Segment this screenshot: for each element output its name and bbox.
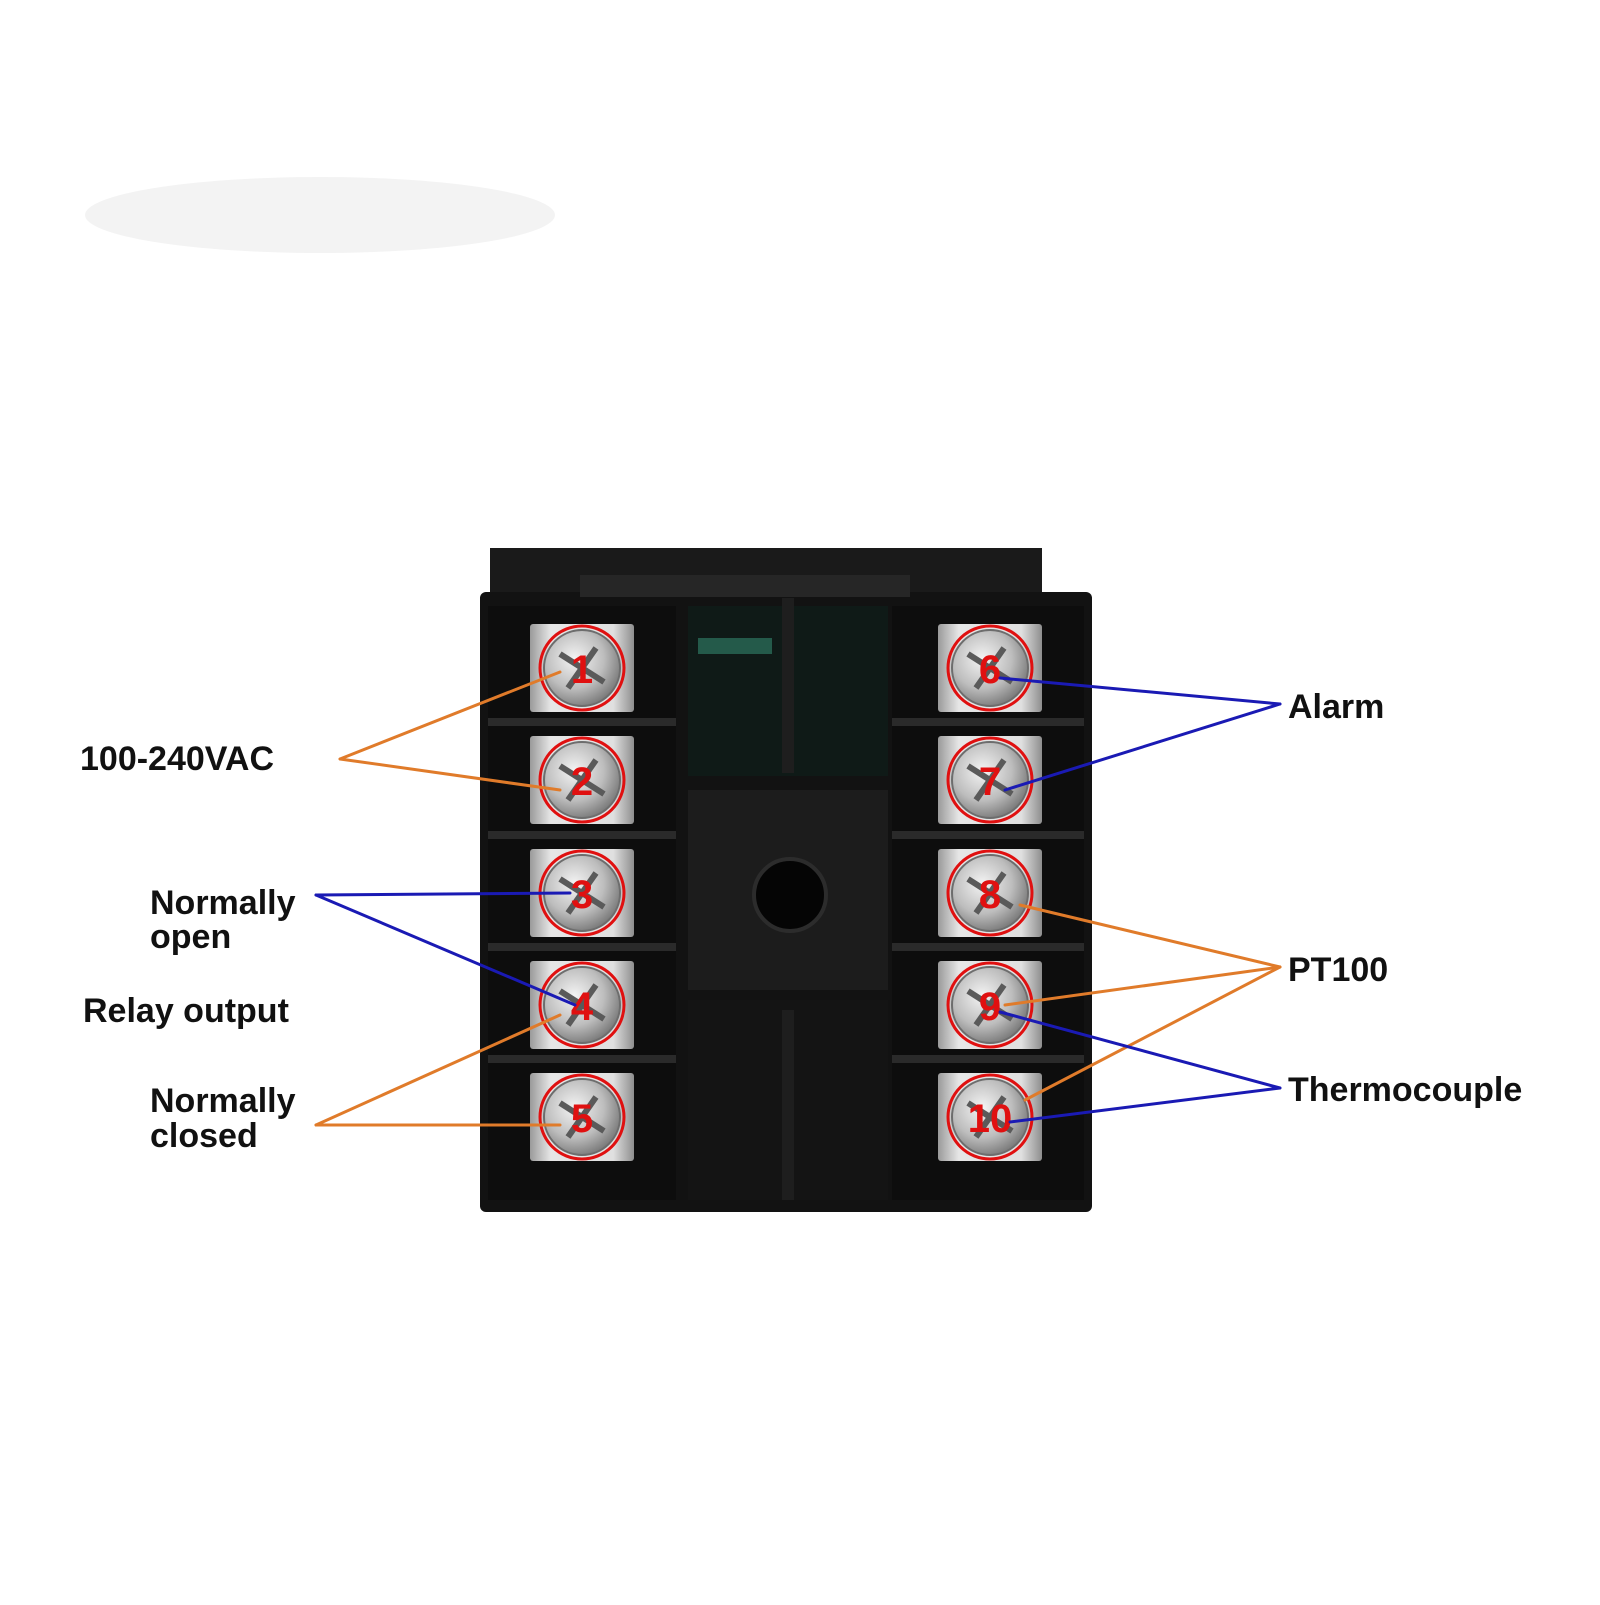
screw-slot [973, 758, 1007, 802]
terminal-8: 8 [892, 831, 1084, 937]
leader-nc-t4 [314, 1013, 562, 1127]
terminal-divider [892, 1055, 1084, 1063]
leader-power-t1 [338, 670, 562, 761]
terminal-marker-circle [538, 961, 626, 1049]
label-alarm: Alarm [1288, 688, 1385, 726]
screw-slot [565, 758, 599, 802]
terminal-marker-circle [538, 1073, 626, 1161]
leader-alarm-t6 [998, 676, 1282, 706]
terminal-marker-circle [538, 736, 626, 824]
center-rib-lower [782, 1010, 794, 1200]
terminal-marker-circle [946, 624, 1034, 712]
terminal-number: 10 [968, 1097, 1013, 1141]
screw-slot [973, 983, 1007, 1027]
terminal-marker-circle [946, 961, 1034, 1049]
terminal-1: 1 [530, 624, 634, 712]
screw-slot [973, 1095, 1007, 1139]
terminal-number: 3 [571, 873, 593, 917]
terminal-number: 2 [571, 760, 593, 804]
terminal-divider [892, 943, 1084, 951]
terminal-marker-circle [946, 849, 1034, 937]
terminal-number: 4 [571, 985, 594, 1029]
leader-power-t2 [338, 757, 562, 792]
label-relay-output: Relay output [83, 992, 289, 1030]
terminal-divider [488, 1055, 676, 1063]
screw-slot [565, 1095, 599, 1139]
terminal-divider [892, 831, 1084, 839]
leader-no-t3 [314, 891, 572, 897]
center-pcb-glimpse [698, 638, 772, 654]
terminal-divider [488, 718, 676, 726]
terminal-marker-circle [946, 1073, 1034, 1161]
terminal-divider [488, 831, 676, 839]
terminal-9: 9 [892, 943, 1084, 1049]
terminal-number: 5 [571, 1097, 593, 1141]
terminal-6: 6 [938, 624, 1042, 712]
terminal-number: 6 [979, 648, 1001, 692]
terminal-number: 7 [979, 760, 1001, 804]
leader-no-t4 [314, 893, 577, 1007]
label-normally-closed-line2: closed [150, 1117, 258, 1155]
label-normally-open-line2: open [150, 918, 232, 956]
center-mount-hole [752, 857, 828, 933]
leader-pt100-t9 [1003, 965, 1282, 1007]
housing-vent-strip [580, 575, 910, 597]
terminal-5: 5 [488, 1055, 676, 1161]
terminal-number: 8 [979, 873, 1001, 917]
terminal-10: 10 [892, 1055, 1084, 1161]
background-shadow [85, 177, 555, 253]
screw-slot [565, 983, 599, 1027]
screw-slot [565, 871, 599, 915]
label-pt100: PT100 [1288, 951, 1389, 989]
label-normally-closed-line1: Normally [150, 1082, 296, 1120]
terminal-marker-circle [538, 624, 626, 712]
terminal-number: 1 [571, 648, 593, 692]
leader-alarm-t7 [1003, 702, 1282, 792]
terminal-number: 9 [979, 985, 1001, 1029]
leader-pt100-t10 [1023, 965, 1282, 1102]
screw-slot [973, 646, 1007, 690]
leader-tc-t9 [998, 1010, 1282, 1090]
screw-slot [565, 646, 599, 690]
label-power: 100-240VAC [80, 740, 275, 778]
terminal-7: 7 [892, 718, 1084, 824]
leader-pt100-t8 [1018, 903, 1282, 969]
label-thermocouple: Thermocouple [1288, 1071, 1523, 1109]
terminal-2: 2 [488, 718, 676, 824]
leader-tc-t10 [1008, 1086, 1282, 1124]
terminal-4: 4 [488, 943, 676, 1049]
terminal-divider [488, 943, 676, 951]
screw-slot [973, 871, 1007, 915]
center-rib-upper [782, 598, 794, 773]
label-normally-open-line1: Normally [150, 884, 296, 922]
terminal-divider [892, 718, 1084, 726]
